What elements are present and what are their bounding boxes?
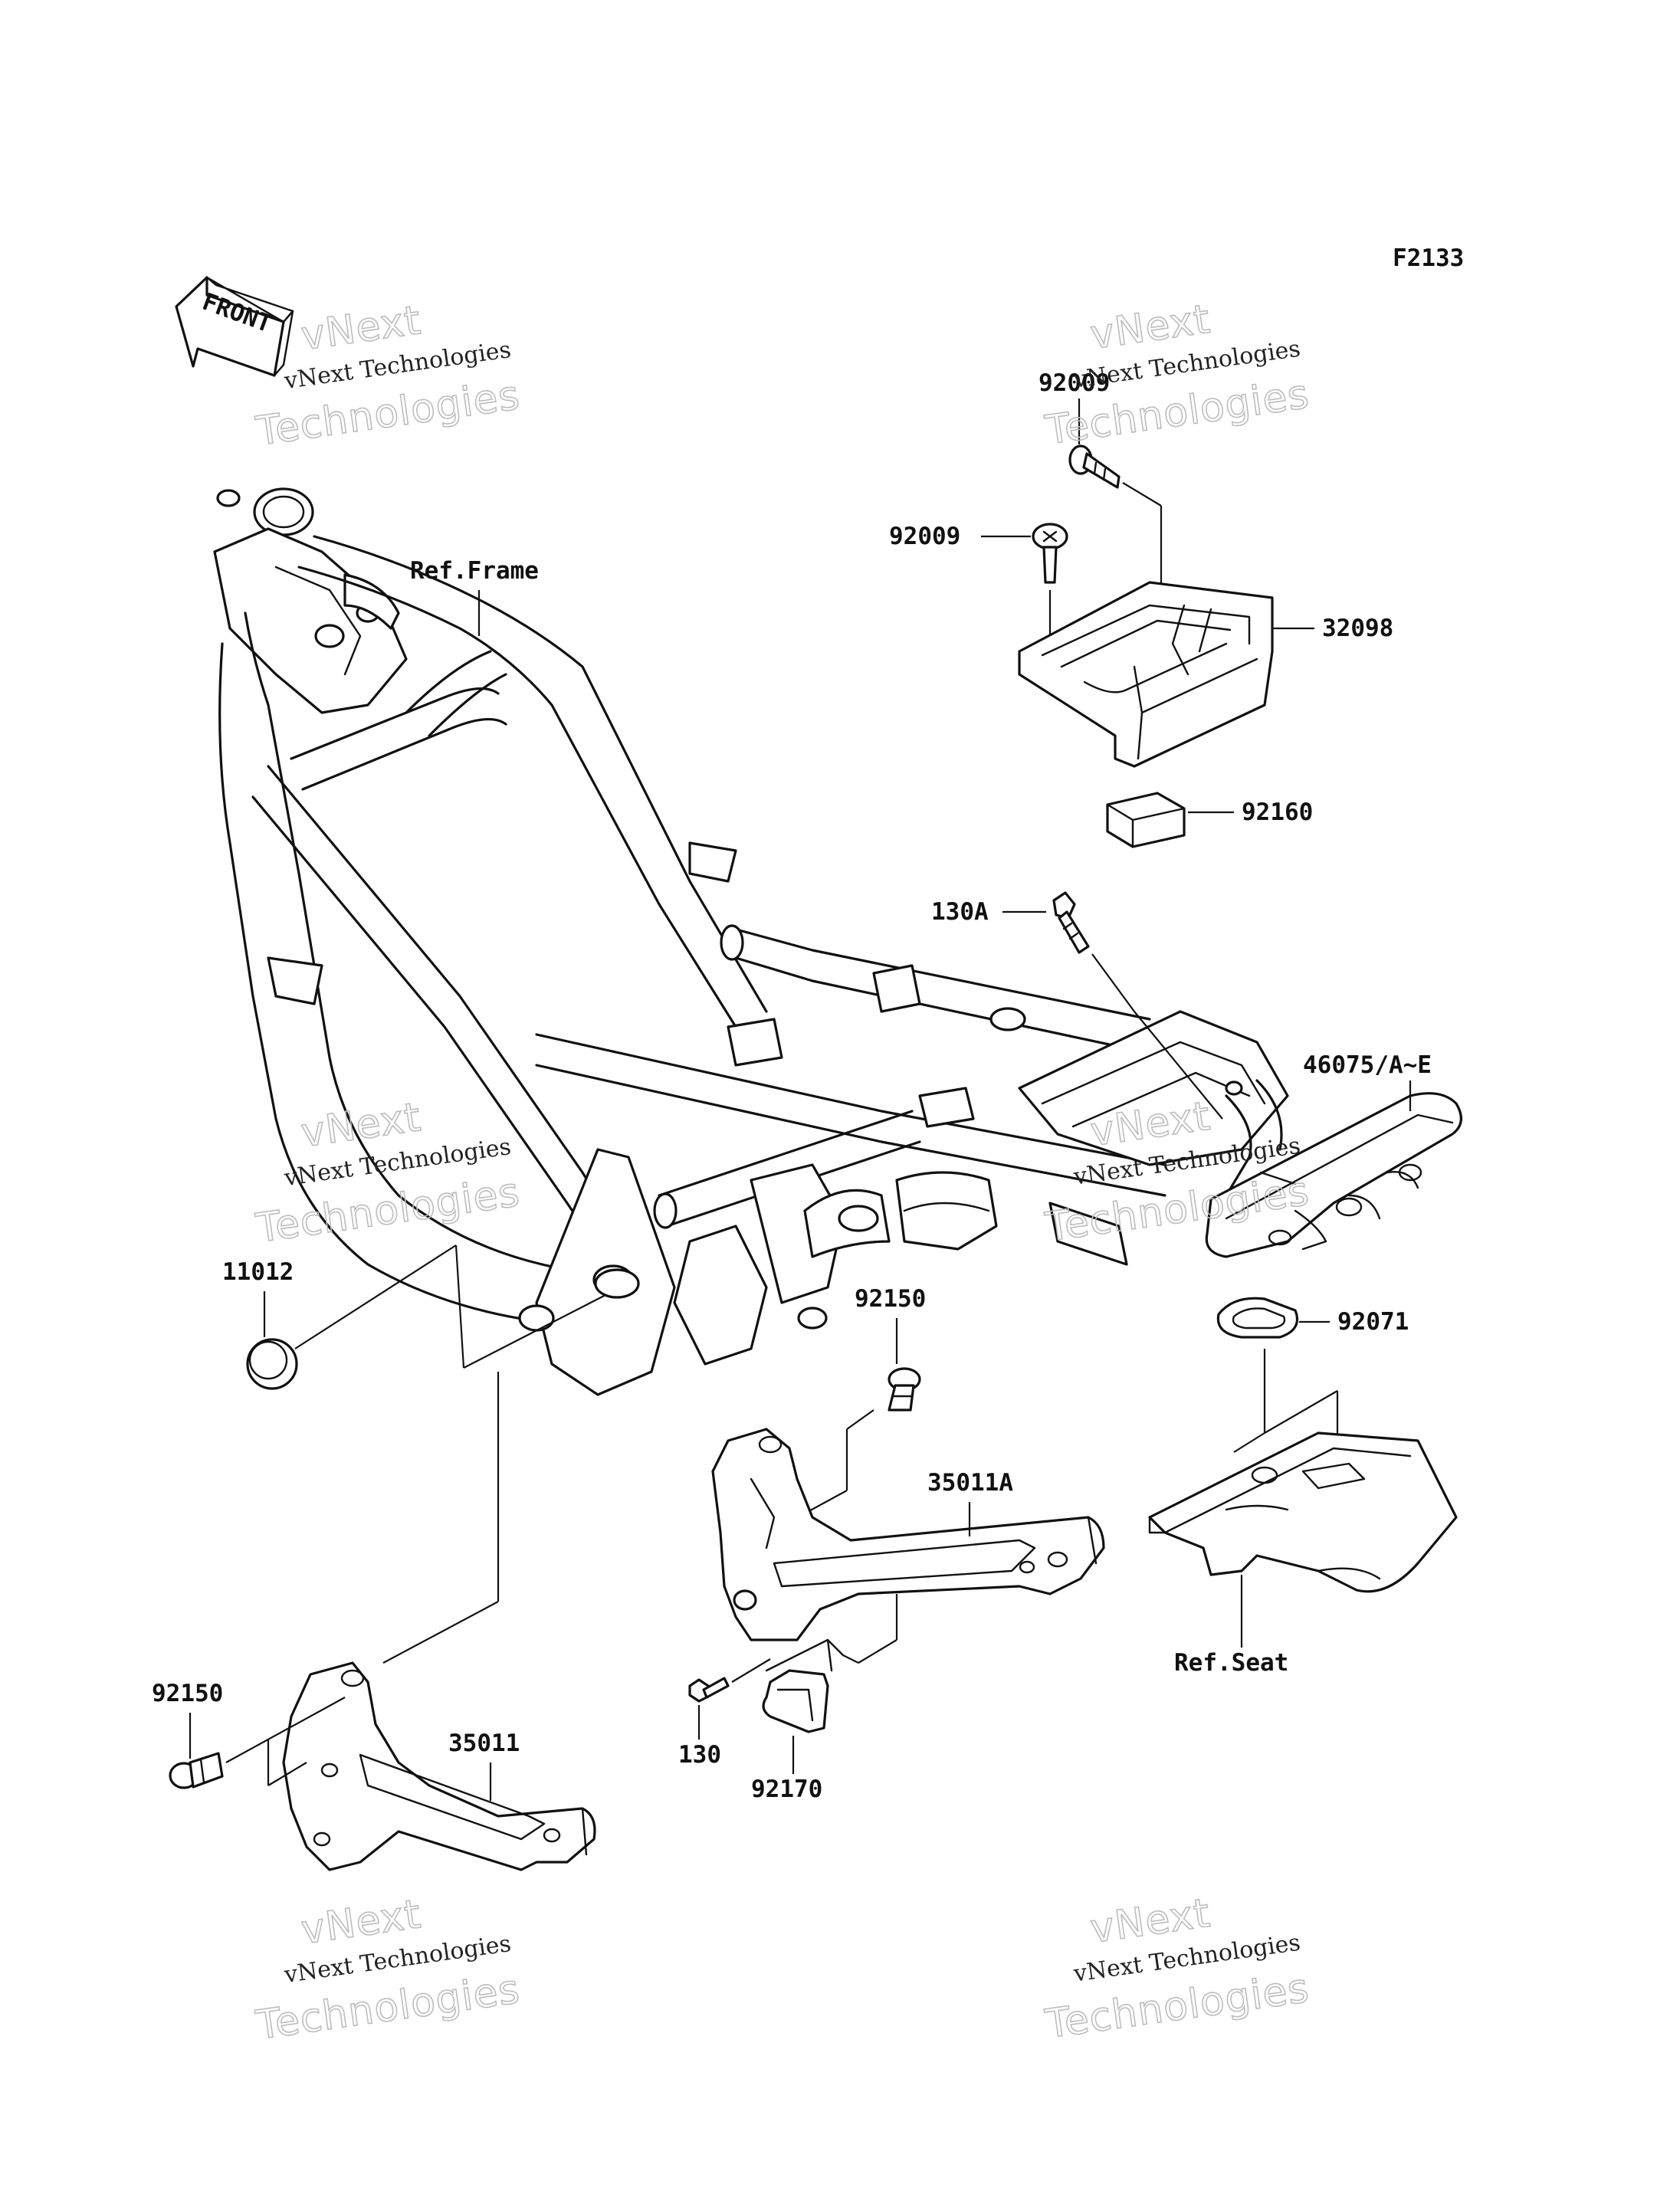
watermark-2: vNext Technologies vNext Technologies <box>1042 296 1313 454</box>
bolt-92150-center <box>888 1367 921 1412</box>
part-35011A-label: 35011A <box>927 1469 1013 1497</box>
part-130-label: 130 <box>678 1741 721 1769</box>
part-92150-left-label: 92150 <box>152 1680 223 1707</box>
seat-bracket-illustration <box>1148 1431 1458 1593</box>
footrest-bracket-35011A <box>711 1428 1105 1641</box>
part-92170-label: 92170 <box>751 1776 822 1803</box>
watermark-3: vNext Technologies vNext Technologies <box>252 1094 523 1252</box>
battery-case-32098 <box>1018 581 1274 768</box>
part-35011-label: 35011 <box>448 1730 520 1757</box>
bolt-130 <box>688 1658 771 1703</box>
watermark-5: vNext Technologies vNext Technologies <box>252 1890 523 2049</box>
footrest-bracket-35011 <box>282 1661 596 1871</box>
part-46075-label: 46075/A~E <box>1303 1051 1432 1079</box>
bolt-130A <box>1052 891 1223 1120</box>
ref-frame-label: Ref.Frame <box>410 557 539 585</box>
part-92009-left-label: 92009 <box>889 523 960 550</box>
watermark-1: vNext Technologies vNext Technologies <box>252 297 523 455</box>
part-11012-label: 11012 <box>222 1258 294 1286</box>
clamp-92170 <box>762 1638 845 1733</box>
part-92009-top-label: 92009 <box>1039 369 1110 397</box>
frame-illustration <box>213 487 1289 1396</box>
part-92071-label: 92071 <box>1337 1308 1409 1336</box>
figure-code: F2133 <box>1393 244 1464 272</box>
grommet-92071 <box>1216 1297 1299 1339</box>
part-92160-label: 92160 <box>1242 798 1313 826</box>
bolt-92150-left <box>169 1752 224 1789</box>
ref-seat-label: Ref.Seat <box>1174 1649 1288 1677</box>
cap-11012 <box>246 1338 298 1390</box>
damper-92160 <box>1106 792 1186 848</box>
grab-handle-46075 <box>1205 1092 1462 1258</box>
screw-92009-left <box>1032 523 1068 644</box>
screw-92009-top <box>1068 444 1163 613</box>
part-32098-label: 32098 <box>1322 615 1393 642</box>
part-130A-label: 130A <box>931 898 989 926</box>
watermark-6: vNext Technologies vNext Technologies <box>1042 1890 1313 2048</box>
part-92150-center-label: 92150 <box>855 1285 926 1313</box>
front-arrow-icon: FRONT <box>175 276 294 377</box>
